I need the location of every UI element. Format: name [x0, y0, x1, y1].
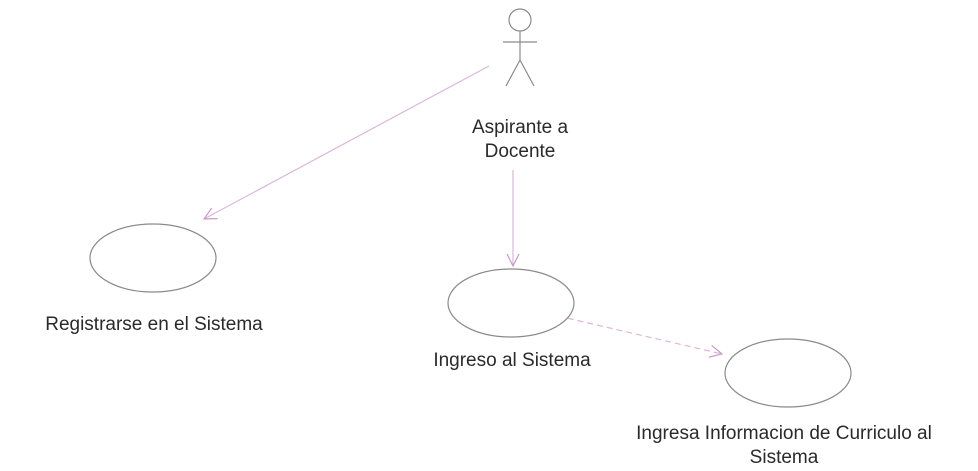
actor-figure[interactable] — [503, 8, 537, 87]
actor-label-line1: Aspirante a — [471, 117, 569, 138]
use-case-curriculum[interactable] — [724, 338, 852, 408]
use-case-register[interactable] — [89, 223, 217, 293]
association-actor-register — [204, 65, 490, 219]
use-case-curriculum-label-line1: Ingresa Informacion de Curriculo al — [636, 423, 932, 444]
actor-right-leg — [519, 59, 535, 87]
dependency-login-curriculum — [557, 315, 722, 354]
use-case-login-label: Ingreso al Sistema — [433, 350, 591, 371]
actor-left-leg — [505, 59, 521, 87]
actor-label-line2: Docente — [484, 141, 556, 162]
use-case-login[interactable] — [447, 268, 575, 338]
actor-head — [508, 8, 532, 32]
use-case-register-label: Registrarse en el Sistema — [45, 314, 263, 335]
actor-label: Aspirante a Docente — [420, 116, 620, 164]
use-case-curriculum-label-line2: Sistema — [749, 447, 819, 468]
use-case-curriculum-label: Ingresa Informacion de Curriculo al Sist… — [590, 422, 978, 470]
